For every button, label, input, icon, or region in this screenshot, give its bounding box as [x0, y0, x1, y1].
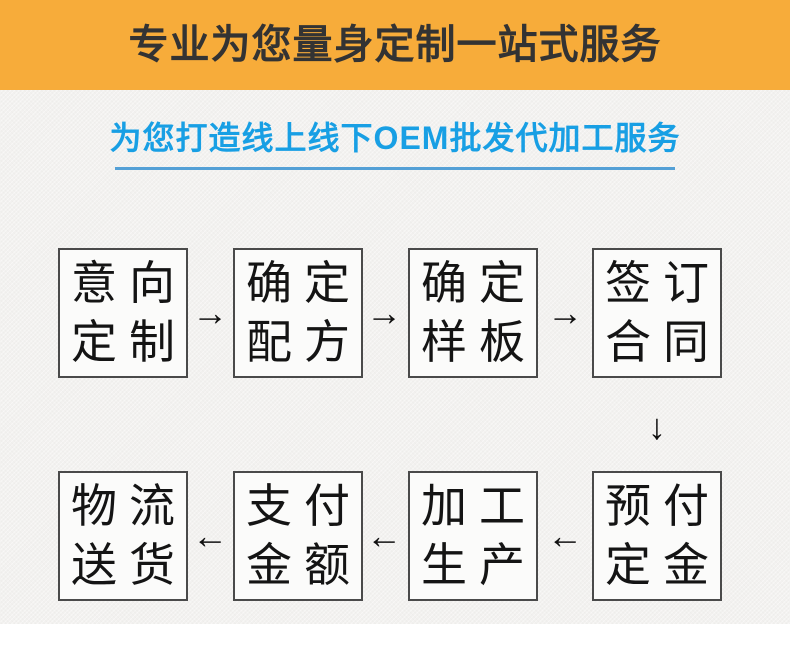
- step-label-line: 配方: [246, 316, 362, 368]
- flow-step-logistics-delivery: 物流 送货: [58, 471, 188, 601]
- step-label-line: 金额: [246, 539, 362, 591]
- flow-step-prepay-deposit: 预付 定金: [592, 471, 722, 601]
- step-label-line: 生产: [421, 539, 537, 591]
- step-label-line: 物流: [71, 480, 187, 532]
- step-label-line: 定金: [605, 539, 721, 591]
- step-label-line: 意向: [71, 257, 187, 309]
- flow-step-confirm-formula: 确定 配方: [233, 248, 363, 378]
- bottom-white-strip: [0, 624, 790, 648]
- flow-step-processing-production: 加工 生产: [408, 471, 538, 601]
- step-label-line: 送货: [71, 539, 187, 591]
- flow-step-confirm-sample: 确定 样板: [408, 248, 538, 378]
- step-label-line: 加工: [421, 480, 537, 532]
- flow-step-intent-customization: 意向 定制: [58, 248, 188, 378]
- step-label-line: 定制: [71, 316, 187, 368]
- banner: 专业为您量身定制一站式服务: [0, 0, 790, 90]
- arrow-left-icon: ←: [192, 515, 228, 556]
- flow-step-pay-amount: 支付 金额: [233, 471, 363, 601]
- arrow-right-icon: →: [547, 292, 583, 333]
- step-label-line: 支付: [246, 480, 362, 532]
- step-label-line: 样板: [421, 316, 537, 368]
- arrow-left-icon: ←: [547, 515, 583, 556]
- arrow-left-icon: ←: [366, 515, 402, 556]
- subtitle-underline: [115, 167, 675, 170]
- arrow-right-icon: →: [366, 292, 402, 333]
- banner-title: 专业为您量身定制一站式服务: [128, 23, 662, 67]
- step-label-line: 合同: [605, 316, 721, 368]
- arrow-down-icon: ↓: [648, 406, 666, 447]
- arrow-right-icon: →: [192, 292, 228, 333]
- flow-step-sign-contract: 签订 合同: [592, 248, 722, 378]
- step-label-line: 预付: [605, 480, 721, 532]
- step-label-line: 确定: [421, 257, 537, 309]
- step-label-line: 签订: [605, 257, 721, 309]
- subtitle: 为您打造线上线下OEM批发代加工服务: [109, 120, 681, 156]
- step-label-line: 确定: [246, 257, 362, 309]
